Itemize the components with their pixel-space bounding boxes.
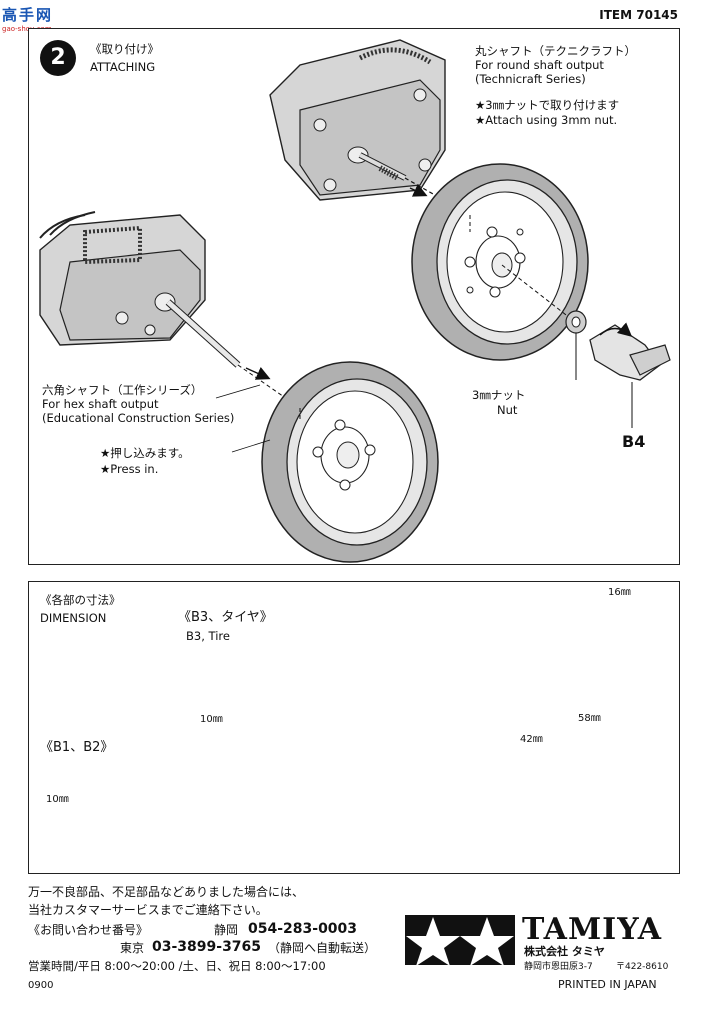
footer-notice-line1: 万一不良部品、不足部品などありました場合には、: [28, 885, 305, 899]
gearbox-round-shaft: [269, 39, 471, 216]
press-note-en: ★Press in.: [100, 462, 159, 476]
wheel-lower: [261, 361, 439, 563]
attaching-title-en: ATTACHING: [90, 60, 156, 74]
footer-inquiry-label: 《お問い合わせ番号》: [28, 923, 149, 937]
press-note-jp: ★押し込みます。: [100, 446, 190, 460]
footer-shizuoka-label: 静岡: [214, 923, 239, 937]
tire-title-jp: 《B3、タイヤ》: [178, 610, 273, 625]
company-address: 静岡市恩田原3-7: [524, 962, 593, 972]
nut-3mm: [565, 310, 587, 380]
site-logo: 高手网 gao-shou.com: [2, 4, 82, 38]
tamiya-logo-stars: [405, 915, 515, 966]
round-shaft-label-en2: (Technicraft Series): [475, 72, 586, 86]
round-shaft-label-en1: For round shaft output: [475, 58, 604, 72]
tamiya-brand: TAMIYA: [522, 912, 662, 947]
footer-notice-line2: 当社カスタマーサービスまでご連絡下さい。: [28, 903, 268, 917]
item-number: ITEM 70145: [599, 8, 678, 22]
footer-tokyo-label: 東京: [120, 941, 145, 955]
hex-shaft-label-jp: 六角シャフト（工作シリーズ）: [42, 383, 203, 397]
wheel-upper: [411, 163, 589, 361]
site-logo-url: gao-shou.com: [2, 25, 52, 33]
nut-note-jp: ★3㎜ナットで取り付けます: [475, 98, 620, 112]
dimension-title-jp: 《各部の寸法》: [40, 593, 121, 607]
round-shaft-label-jp: 丸シャフト（テクニクラフト）: [475, 44, 636, 58]
wrench-b4: [589, 322, 671, 428]
printed-in-japan: PRINTED IN JAPAN: [558, 978, 657, 991]
tire-title-en: B3, Tire: [186, 629, 230, 643]
company-name-jp: 株式会社 タミヤ: [524, 945, 605, 958]
nut-note-en: ★Attach using 3mm nut.: [475, 113, 618, 127]
site-logo-text: 高手网: [2, 6, 54, 24]
dim-inner-label: 42㎜: [520, 732, 543, 747]
company-postal: 〒422-8610: [616, 962, 669, 972]
nut-label-en: Nut: [497, 403, 518, 417]
footer-tokyo-note: （静岡へ自動転送）: [268, 941, 377, 955]
step-number-badge: 2: [40, 40, 76, 76]
attaching-title-jp: 《取り付け》: [90, 42, 159, 56]
dim-hole-tire-label: 10㎜: [200, 712, 223, 727]
nut-label-jp: 3㎜ナット: [472, 388, 526, 402]
footer-tokyo-phone: 03-3899-3765: [152, 939, 262, 955]
footer-hours: 営業時間/平日 8:00〜20:00 /土、日、祝日 8:00〜17:00: [28, 959, 326, 973]
hex-shaft-label-en2: (Educational Construction Series): [42, 411, 235, 425]
hex-shaft-label-en1: For hex shaft output: [42, 397, 159, 411]
dim-width-label: 16㎜: [606, 585, 633, 600]
footer-code: 0900: [28, 980, 54, 991]
gearbox-hex-shaft: [39, 211, 301, 409]
dimension-title-en: DIMENSION: [40, 611, 107, 625]
dimension-panel: [28, 581, 680, 874]
dim-outer-label: 58㎜: [578, 713, 601, 724]
footer-shizuoka-phone: 054-283-0003: [248, 921, 358, 937]
dim-hole-hub-label: 10㎜: [46, 794, 69, 805]
part-label-b4: B4: [622, 432, 646, 451]
hub-title: 《B1、B2》: [40, 740, 114, 755]
